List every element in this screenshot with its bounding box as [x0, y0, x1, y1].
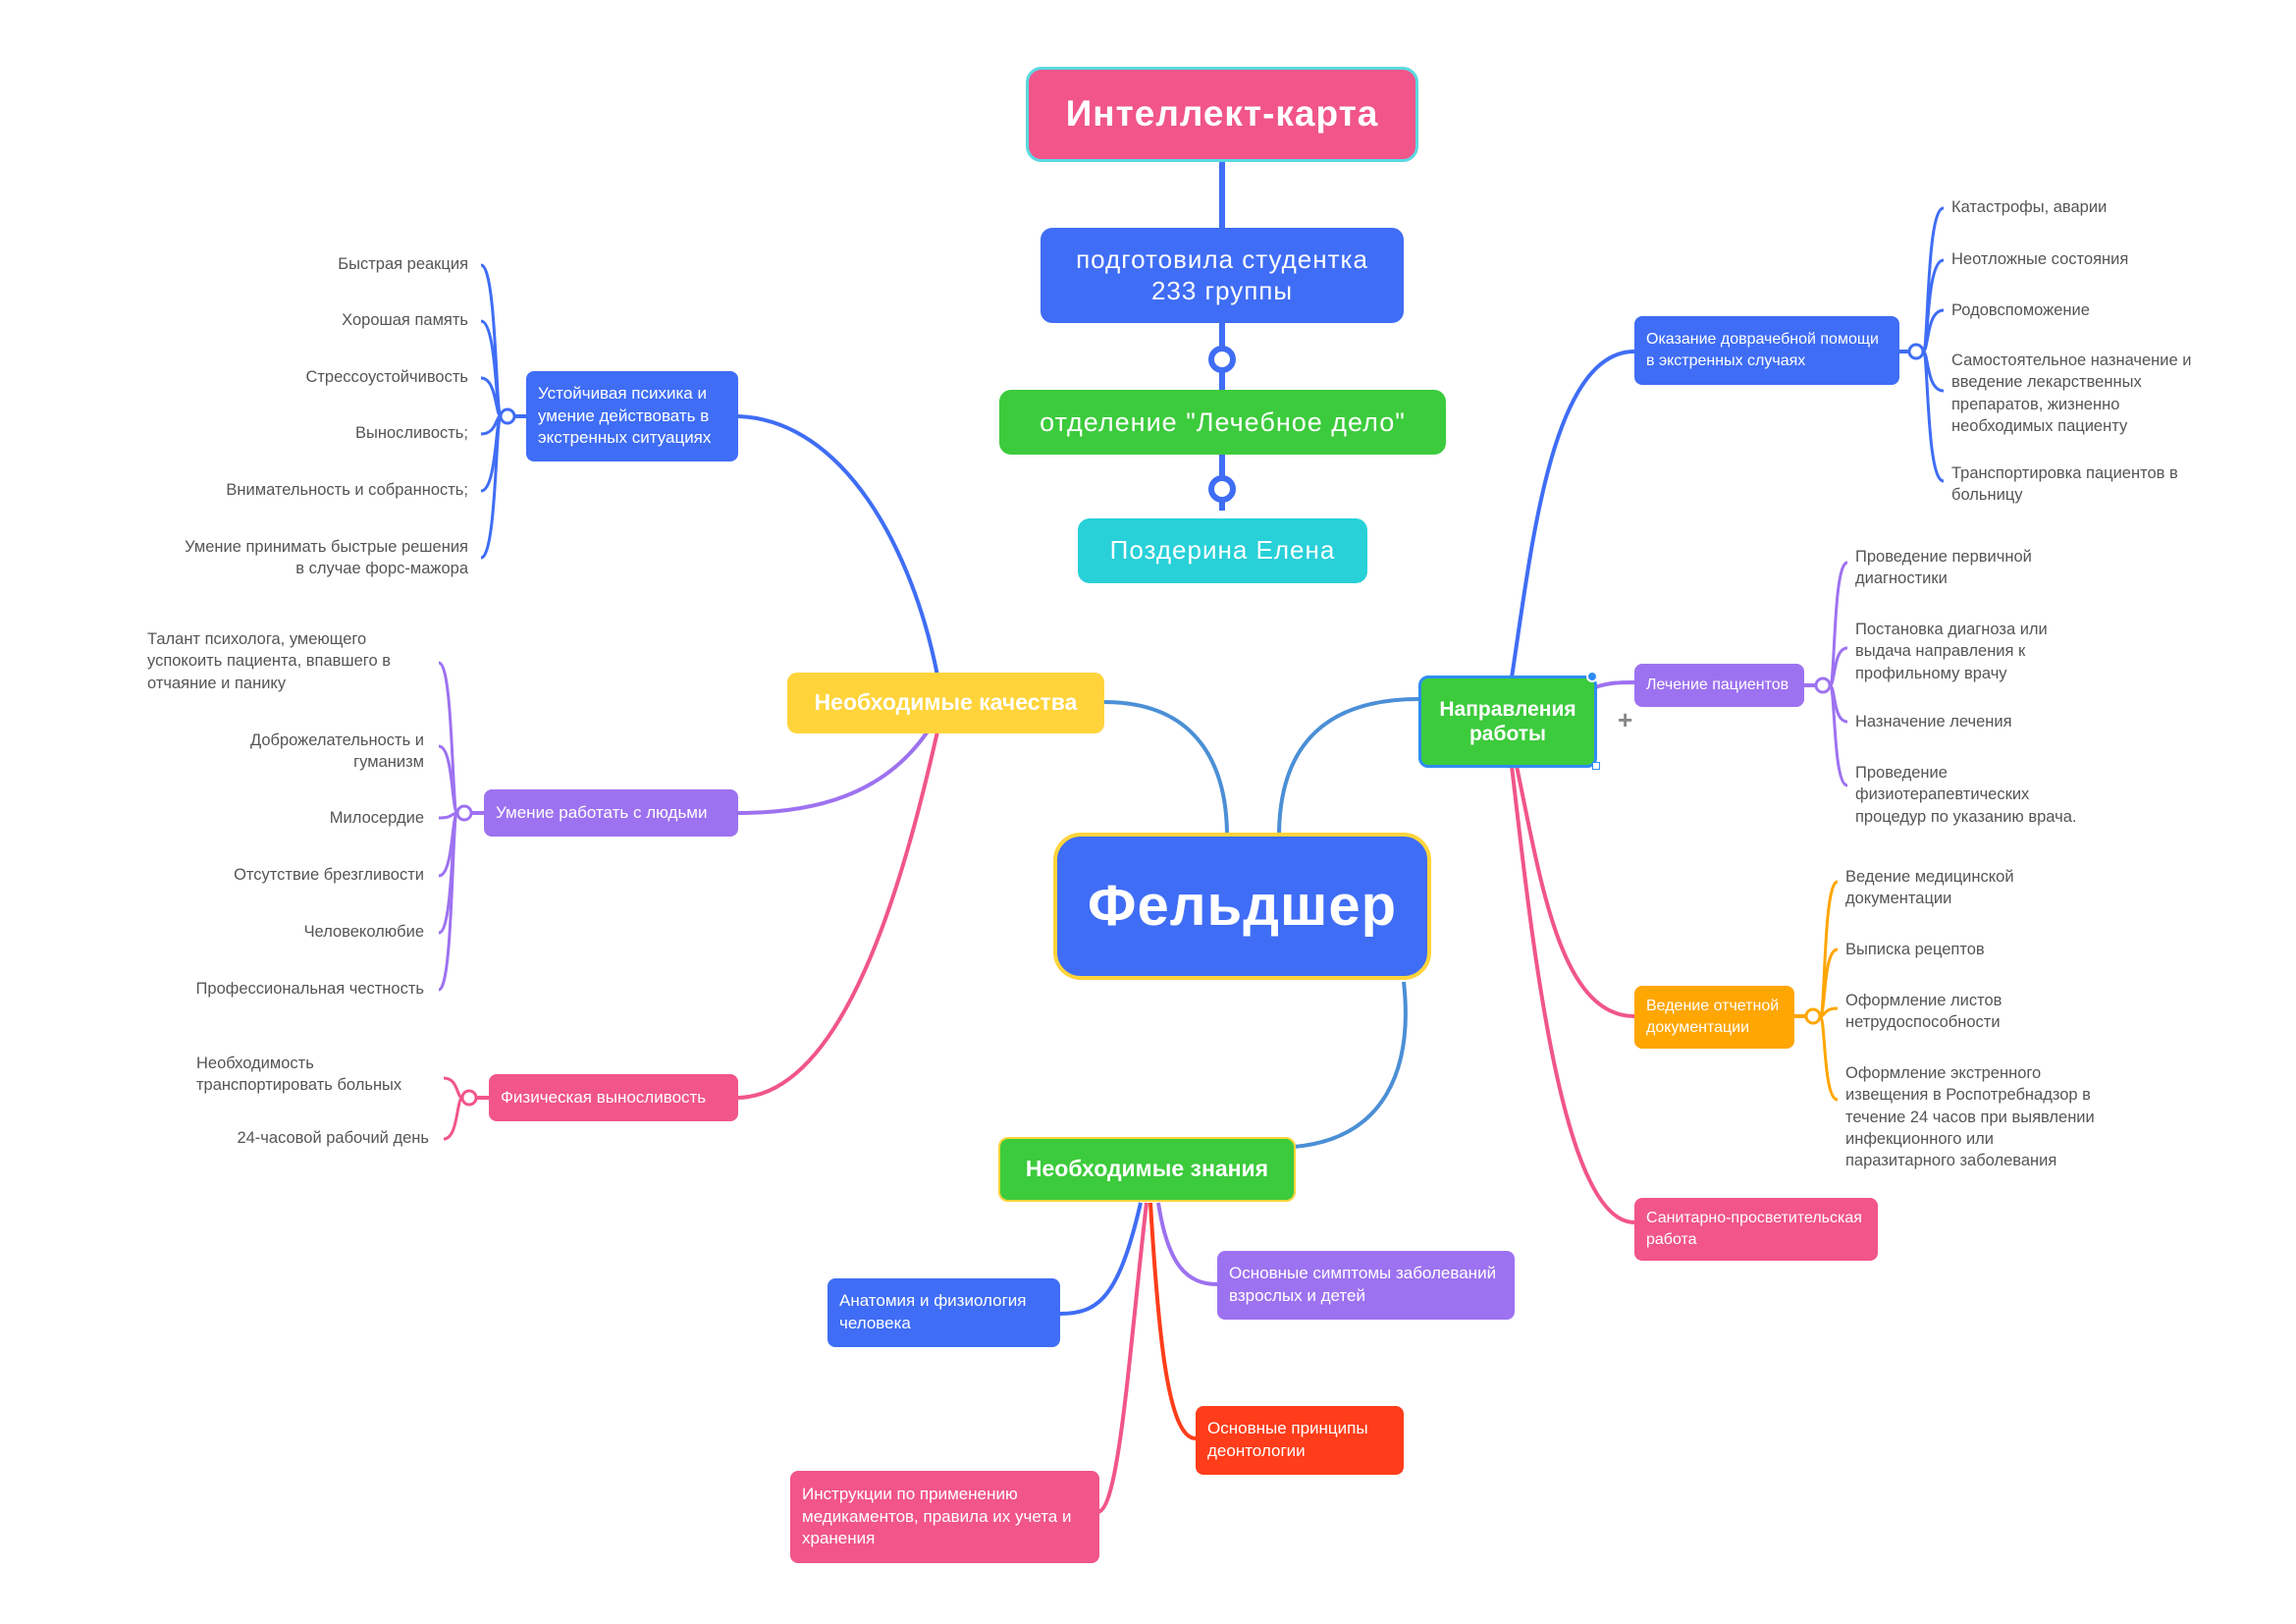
leaf-item[interactable]: Талант психолога, умеющего успокоить пац…	[147, 630, 391, 692]
knowledge-branch-symptoms[interactable]: Основные симптомы заболеваний взрослых и…	[1217, 1251, 1515, 1320]
leaf-item[interactable]: Внимательность и собранность;	[226, 481, 468, 499]
directions-branch-sanitary[interactable]: Санитарно-просветительская работа	[1634, 1198, 1878, 1261]
directions-node[interactable]: Направления работы	[1418, 676, 1597, 768]
leaf-item[interactable]: Ведение медицинской документации	[1845, 868, 2014, 908]
leaf-item[interactable]: Постановка диагноза или выдача направлен…	[1855, 621, 2048, 682]
leaf-item[interactable]: Самостоятельное назначение и введение ле…	[1951, 352, 2192, 435]
leaf-item[interactable]: Быстрая реакция	[338, 255, 468, 273]
leaf-item[interactable]: Проведение физиотерапевтических процедур…	[1855, 764, 2077, 826]
leaf-item[interactable]: Родовспоможение	[1951, 301, 2090, 319]
plus-icon[interactable]: +	[1618, 705, 1633, 734]
leaf-item[interactable]: Милосердие	[329, 809, 424, 827]
leaf-item[interactable]: Неотложные состояния	[1951, 250, 2129, 268]
leaf-item[interactable]: Оформление экстренного извещения в Роспо…	[1845, 1064, 2095, 1170]
knowledge-node[interactable]: Необходимые знания	[998, 1137, 1296, 1202]
resize-handle[interactable]	[1592, 762, 1600, 770]
leaf-item[interactable]: Назначение лечения	[1855, 713, 2012, 731]
leaf-item[interactable]: Выписка рецептов	[1845, 941, 1985, 958]
leaf-item[interactable]: Стрессоустойчивость	[305, 368, 468, 386]
leaf-item[interactable]: Проведение первичной диагностики	[1855, 548, 2032, 588]
leaf-item[interactable]: Человеколюбие	[303, 923, 424, 941]
knowledge-branch-deontology[interactable]: Основные принципы деонтологии	[1196, 1406, 1404, 1475]
leaf-item[interactable]: Доброжелательность и гуманизм	[250, 731, 424, 772]
qualities-branch-people[interactable]: Умение работать с людьми	[484, 789, 738, 837]
leaf-item[interactable]: Выносливость;	[355, 424, 468, 442]
department-node[interactable]: отделение "Лечебное дело"	[999, 390, 1446, 455]
mindmap-title[interactable]: Интеллект-карта	[1026, 67, 1418, 162]
author-line[interactable]: подготовила студентка 233 группы	[1041, 228, 1404, 323]
qualities-node[interactable]: Необходимые качества	[787, 673, 1104, 733]
author-name[interactable]: Поздерина Елена	[1078, 518, 1367, 583]
knowledge-branch-anatomy[interactable]: Анатомия и физиология человека	[828, 1278, 1060, 1347]
leaf-item[interactable]: 24-часовой рабочий день	[237, 1129, 429, 1147]
leaf-item[interactable]: Хорошая память	[342, 311, 468, 329]
knowledge-branch-medications[interactable]: Инструкции по применению медикаментов, п…	[790, 1471, 1099, 1563]
directions-branch-first-aid[interactable]: Оказание доврачебной помощи в экстренных…	[1634, 316, 1899, 385]
leaf-item[interactable]: Катастрофы, аварии	[1951, 198, 2108, 216]
leaf-item[interactable]: Умение принимать быстрые решения в случа…	[185, 538, 468, 578]
leaf-item[interactable]: Профессиональная честность	[195, 980, 424, 998]
qualities-branch-physical[interactable]: Физическая выносливость	[489, 1074, 738, 1121]
leaf-item[interactable]: Оформление листов нетрудоспособности	[1845, 992, 2002, 1032]
selection-handle[interactable]	[1586, 671, 1598, 682]
leaf-item[interactable]: Отсутствие брезгливости	[234, 866, 424, 884]
leaf-item[interactable]: Транспортировка пациентов в больницу	[1951, 464, 2178, 505]
directions-branch-treatment[interactable]: Лечение пациентов	[1634, 664, 1804, 707]
central-topic[interactable]: Фельдшер	[1053, 833, 1431, 980]
directions-branch-documentation[interactable]: Ведение отчетной документации	[1634, 986, 1794, 1049]
leaf-item[interactable]: Необходимость транспортировать больных	[196, 1055, 402, 1095]
qualities-branch-psyche[interactable]: Устойчивая психика и умение действовать …	[526, 371, 738, 461]
